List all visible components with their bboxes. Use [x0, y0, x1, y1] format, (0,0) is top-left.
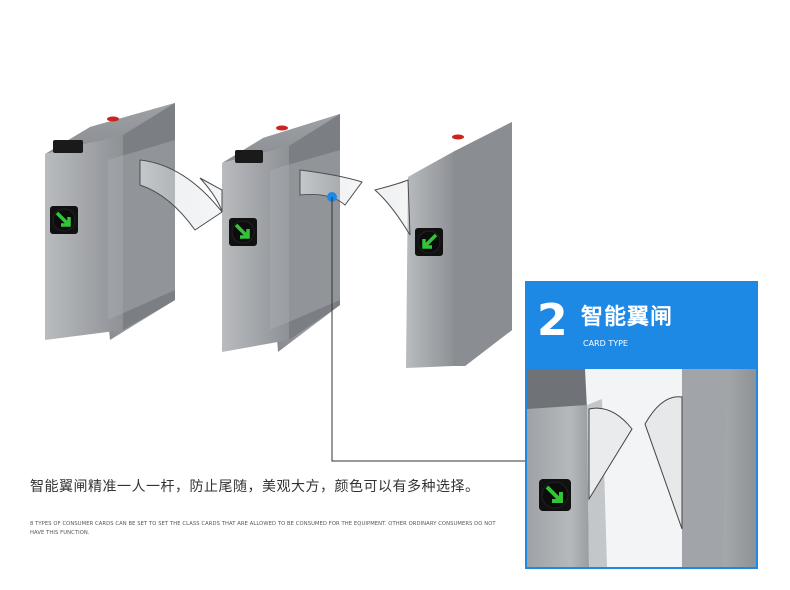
green-arrow-icon — [234, 223, 250, 239]
card-reader-icon — [53, 140, 83, 153]
turnstile-unit-3 — [373, 122, 512, 368]
caption-english: 8 TYPES OF CONSUMER CARDS CAN BE SET TO … — [30, 521, 496, 536]
card-reader-icon — [235, 150, 263, 163]
green-arrow-icon — [422, 233, 438, 249]
panel-number: 2 — [537, 295, 568, 346]
panel-subtitle: CARD TYPE — [583, 339, 628, 348]
indicator-light-icon — [107, 116, 119, 122]
card-type-panel: 2 智能翼闸 CARD TYPE — [525, 281, 758, 569]
panel-title: 智能翼闸 — [581, 305, 674, 330]
closeup-photo — [527, 369, 756, 567]
green-arrow-icon — [545, 485, 563, 503]
caption-chinese: 智能翼闸精准一人一杆，防止尾随，美观大方，颜色可以有多种选择。 — [30, 479, 480, 495]
wing-flap-3 — [373, 179, 411, 236]
turnstile-unit-2 — [199, 114, 363, 352]
wing-flap-2 — [299, 169, 363, 206]
indicator-light-icon — [452, 134, 464, 140]
panel-header: 2 智能翼闸 CARD TYPE — [527, 283, 756, 369]
callout-connector — [327, 192, 525, 462]
green-arrow-icon — [55, 211, 71, 227]
indicator-light-icon — [276, 125, 288, 131]
turnstile-unit-1 — [45, 103, 223, 340]
